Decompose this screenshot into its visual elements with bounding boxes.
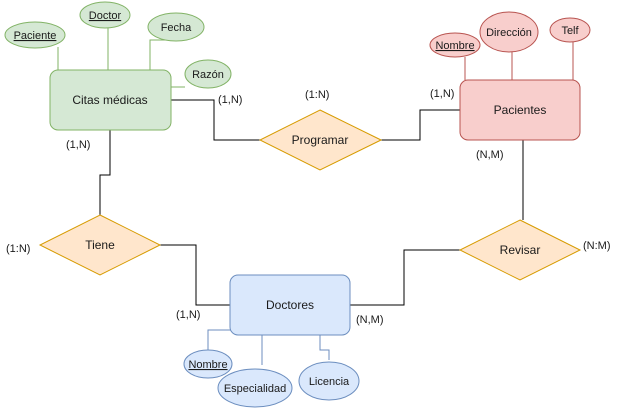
edge-revisar-doctores bbox=[350, 249, 460, 306]
entity-citas-medicas-label: Citas médicas bbox=[72, 93, 147, 107]
edge-programar-pacientes bbox=[381, 109, 460, 141]
cardinality-citas-programar: (1,N) bbox=[218, 94, 242, 106]
attribute-paciente-label: Paciente bbox=[14, 30, 57, 42]
edge-attr-fecha bbox=[149, 39, 165, 70]
attribute-doctor-label: Doctor bbox=[89, 10, 122, 22]
relationship-revisar[interactable]: Revisar bbox=[458, 219, 582, 281]
attribute-nombre-paciente-label: Nombre bbox=[435, 40, 474, 52]
attribute-razon[interactable]: Razón bbox=[184, 59, 232, 89]
edge-attr-nombre-doc bbox=[207, 329, 232, 350]
cardinality-doctores-revisar: (N,M) bbox=[356, 314, 384, 326]
cardinality-doctores-tiene: (1,N) bbox=[176, 309, 200, 321]
edge-attr-licencia bbox=[319, 335, 330, 360]
attribute-paciente[interactable]: Paciente bbox=[4, 21, 66, 49]
entity-citas-medicas[interactable]: Citas médicas bbox=[49, 69, 172, 131]
cardinality-pacientes-programar: (1,N) bbox=[430, 88, 454, 100]
edge-tiene-doctores bbox=[160, 244, 230, 306]
relationship-tiene-label: Tiene bbox=[85, 238, 115, 252]
attribute-nombre-doctor[interactable]: Nombre bbox=[183, 349, 233, 379]
relationship-tiene[interactable]: Tiene bbox=[38, 214, 162, 276]
attribute-nombre-paciente[interactable]: Nombre bbox=[429, 32, 481, 58]
relationship-revisar-label: Revisar bbox=[500, 243, 541, 257]
attribute-telf[interactable]: Telf bbox=[549, 17, 591, 43]
attribute-nombre-doctor-label: Nombre bbox=[188, 359, 227, 371]
attribute-licencia[interactable]: Licencia bbox=[298, 361, 360, 401]
cardinality-programar: (1:N) bbox=[305, 89, 329, 101]
attribute-fecha[interactable]: Fecha bbox=[147, 12, 205, 42]
attribute-fecha-label: Fecha bbox=[161, 22, 192, 34]
attribute-licencia-label: Licencia bbox=[309, 376, 350, 388]
entity-doctores-label: Doctores bbox=[266, 298, 314, 312]
relationship-programar[interactable]: Programar bbox=[258, 109, 383, 171]
relationship-programar-label: Programar bbox=[292, 133, 349, 147]
attribute-razon-label: Razón bbox=[192, 69, 224, 81]
entity-doctores[interactable]: Doctores bbox=[229, 274, 351, 336]
entity-pacientes[interactable]: Pacientes bbox=[459, 79, 581, 141]
attribute-telf-label: Telf bbox=[561, 25, 579, 37]
attribute-doctor[interactable]: Doctor bbox=[79, 1, 131, 29]
attribute-especialidad-label: Especialidad bbox=[224, 383, 286, 395]
cardinality-pacientes-revisar: (N,M) bbox=[476, 149, 504, 161]
entity-pacientes-label: Pacientes bbox=[494, 103, 547, 117]
cardinality-revisar: (N:M) bbox=[583, 240, 611, 252]
attribute-direccion[interactable]: Dirección bbox=[479, 11, 539, 53]
cardinality-citas-tiene: (1,N) bbox=[66, 139, 90, 151]
edge-citas-tiene bbox=[99, 130, 111, 215]
edge-citas-programar bbox=[171, 99, 260, 141]
attribute-especialidad[interactable]: Especialidad bbox=[217, 368, 293, 408]
cardinality-tiene: (1:N) bbox=[6, 243, 30, 255]
attribute-direccion-label: Dirección bbox=[486, 27, 532, 39]
